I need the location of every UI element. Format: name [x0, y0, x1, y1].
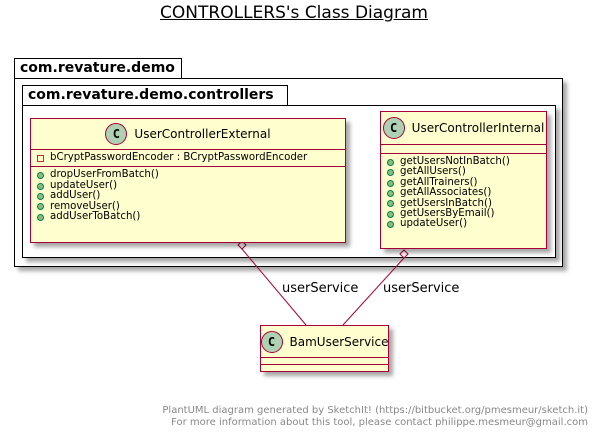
method-row: getAllUsers() — [387, 166, 546, 178]
class-name: BamUserService — [289, 334, 389, 349]
method-row: getAllAssociates() — [387, 187, 546, 199]
method-text: getAllUsers() — [400, 166, 466, 178]
method-text: getUsersInBatch() — [400, 197, 492, 209]
class-separator — [381, 144, 546, 145]
method-text: getAllAssociates() — [400, 187, 492, 199]
class-separator — [261, 357, 388, 358]
class-fields: bCryptPasswordEncoder : BCryptPasswordEn… — [31, 150, 345, 166]
diagram-title: CONTROLLERS's Class Diagram — [160, 3, 428, 23]
public-visibility-icon — [387, 169, 394, 177]
class-header: C UserControllerInternal — [381, 112, 546, 144]
class-fields — [381, 145, 546, 153]
method-text: getUsersByEmail() — [400, 208, 495, 220]
package-tab-outer[interactable]: com.revature.demo — [14, 58, 182, 79]
relation-internal-to-service[interactable] — [342, 249, 409, 326]
method-text: getAllTrainers() — [400, 176, 478, 188]
method-row: dropUserFromBatch() — [37, 169, 345, 181]
public-visibility-icon — [37, 203, 44, 211]
class-separator — [261, 364, 388, 365]
class-stereotype-icon: C — [105, 123, 128, 145]
class-name: UserControllerInternal — [411, 121, 545, 135]
method-text: dropUserFromBatch() — [50, 169, 159, 181]
aggregation-diamond — [399, 249, 409, 259]
relation-line — [342, 257, 405, 326]
footer-credits: PlantUML diagram generated by SketchIt! … — [162, 405, 588, 429]
field-text: bCryptPasswordEncoder : BCryptPasswordEn… — [50, 152, 308, 163]
method-row: addUser() — [37, 190, 345, 202]
method-row: removeUser() — [37, 200, 345, 212]
class-stereotype-icon: C — [260, 330, 283, 353]
method-text: updateUser() — [50, 179, 118, 191]
method-row: updateUser() — [37, 179, 345, 191]
method-row: getAllTrainers() — [387, 176, 546, 188]
method-text: updateUser() — [400, 218, 468, 230]
method-text: addUserToBatch() — [50, 211, 141, 223]
public-visibility-icon — [37, 213, 44, 221]
public-visibility-icon — [37, 172, 44, 180]
class-separator — [381, 153, 546, 154]
method-text: removeUser() — [50, 200, 120, 212]
public-visibility-icon — [37, 192, 44, 200]
method-text: getUsersNotInBatch() — [400, 156, 510, 167]
class-bam-user-service[interactable]: C BamUserService — [260, 325, 389, 372]
public-visibility-icon — [387, 210, 394, 218]
relation-line — [241, 248, 307, 326]
public-visibility-icon — [37, 182, 44, 190]
relation-label-internal: userService — [383, 281, 460, 296]
method-text: addUser() — [50, 190, 101, 202]
public-visibility-icon — [387, 179, 394, 187]
class-user-controller-external[interactable]: C UserControllerExternal bCryptPasswordE… — [30, 118, 346, 243]
method-row: addUserToBatch() — [37, 211, 345, 223]
class-separator — [31, 149, 345, 150]
footer-line-1: PlantUML diagram generated by SketchIt! … — [162, 405, 588, 416]
field-row: bCryptPasswordEncoder : BCryptPasswordEn… — [37, 152, 345, 163]
relation-label-external: userService — [282, 281, 359, 296]
public-visibility-icon — [387, 189, 394, 197]
method-row: getUsersByEmail() — [387, 208, 546, 220]
class-name: UserControllerExternal — [134, 127, 271, 141]
class-header: C BamUserService — [260, 326, 389, 357]
method-row: updateUser() — [387, 219, 546, 229]
private-visibility-icon — [37, 154, 44, 162]
class-separator — [31, 166, 345, 168]
public-visibility-icon — [387, 221, 394, 229]
footer-line-2: For more information about this tool, pl… — [171, 417, 588, 428]
method-row: getUsersNotInBatch() — [387, 156, 546, 167]
public-visibility-icon — [387, 158, 394, 166]
package-tab-inner[interactable]: com.revature.demo.controllers — [22, 85, 288, 106]
class-header: C UserControllerExternal — [31, 119, 345, 149]
public-visibility-icon — [387, 200, 394, 208]
class-methods: dropUserFromBatch() updateUser() addUser… — [31, 167, 345, 225]
relation-external-to-service[interactable] — [237, 240, 307, 326]
class-stereotype-icon: C — [382, 117, 405, 139]
class-methods: getUsersNotInBatch() getAllUsers() getAl… — [381, 154, 546, 233]
method-row: getUsersInBatch() — [387, 197, 546, 209]
class-user-controller-internal[interactable]: C UserControllerInternal getUsersNotInBa… — [380, 111, 547, 249]
